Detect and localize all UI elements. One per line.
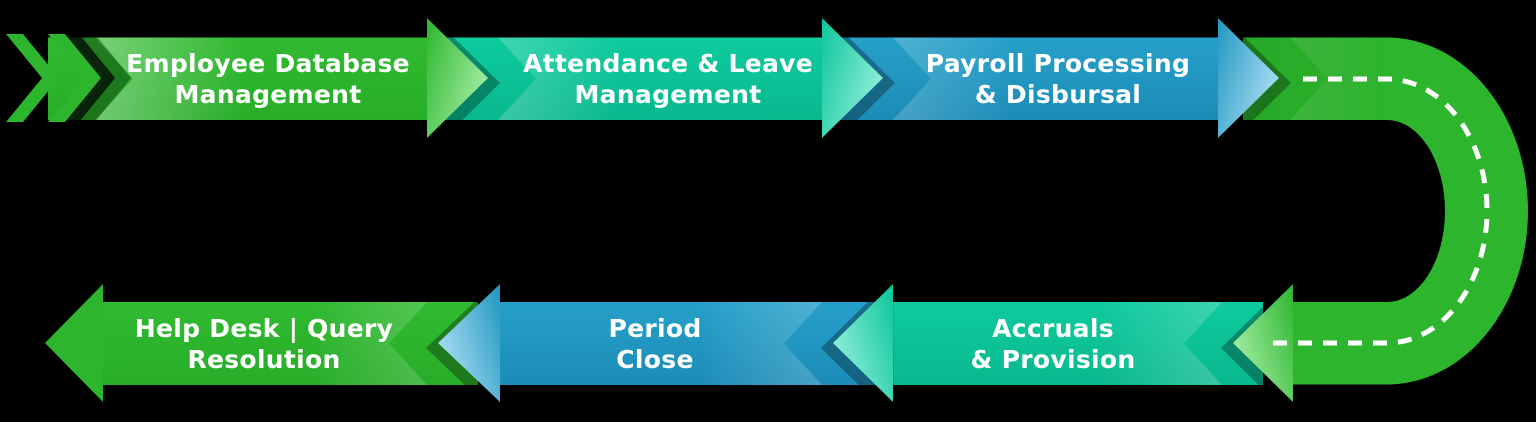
- dashed-flow-line: [1262, 76, 1490, 346]
- arrow-head-icon: [426, 284, 500, 407]
- arrow-head-icon: [427, 18, 500, 143]
- step-arrow-period-close: [500, 302, 894, 385]
- arrow-head-icon: [822, 18, 895, 143]
- arrow-head-icon: [1218, 18, 1291, 143]
- step-arrow-payroll-processing-disbursal: [833, 37, 1219, 120]
- double-chevron-icon: [6, 34, 131, 122]
- step-arrow-help-desk-query-resolution: [103, 302, 478, 385]
- step-arrow-accruals-provision: [893, 302, 1263, 385]
- arrow-head-icon: [1221, 284, 1293, 407]
- step-arrow-attendance-leave-management: [437, 37, 823, 120]
- arrow-head-icon: [45, 284, 103, 402]
- arrow-head-icon: [821, 284, 893, 407]
